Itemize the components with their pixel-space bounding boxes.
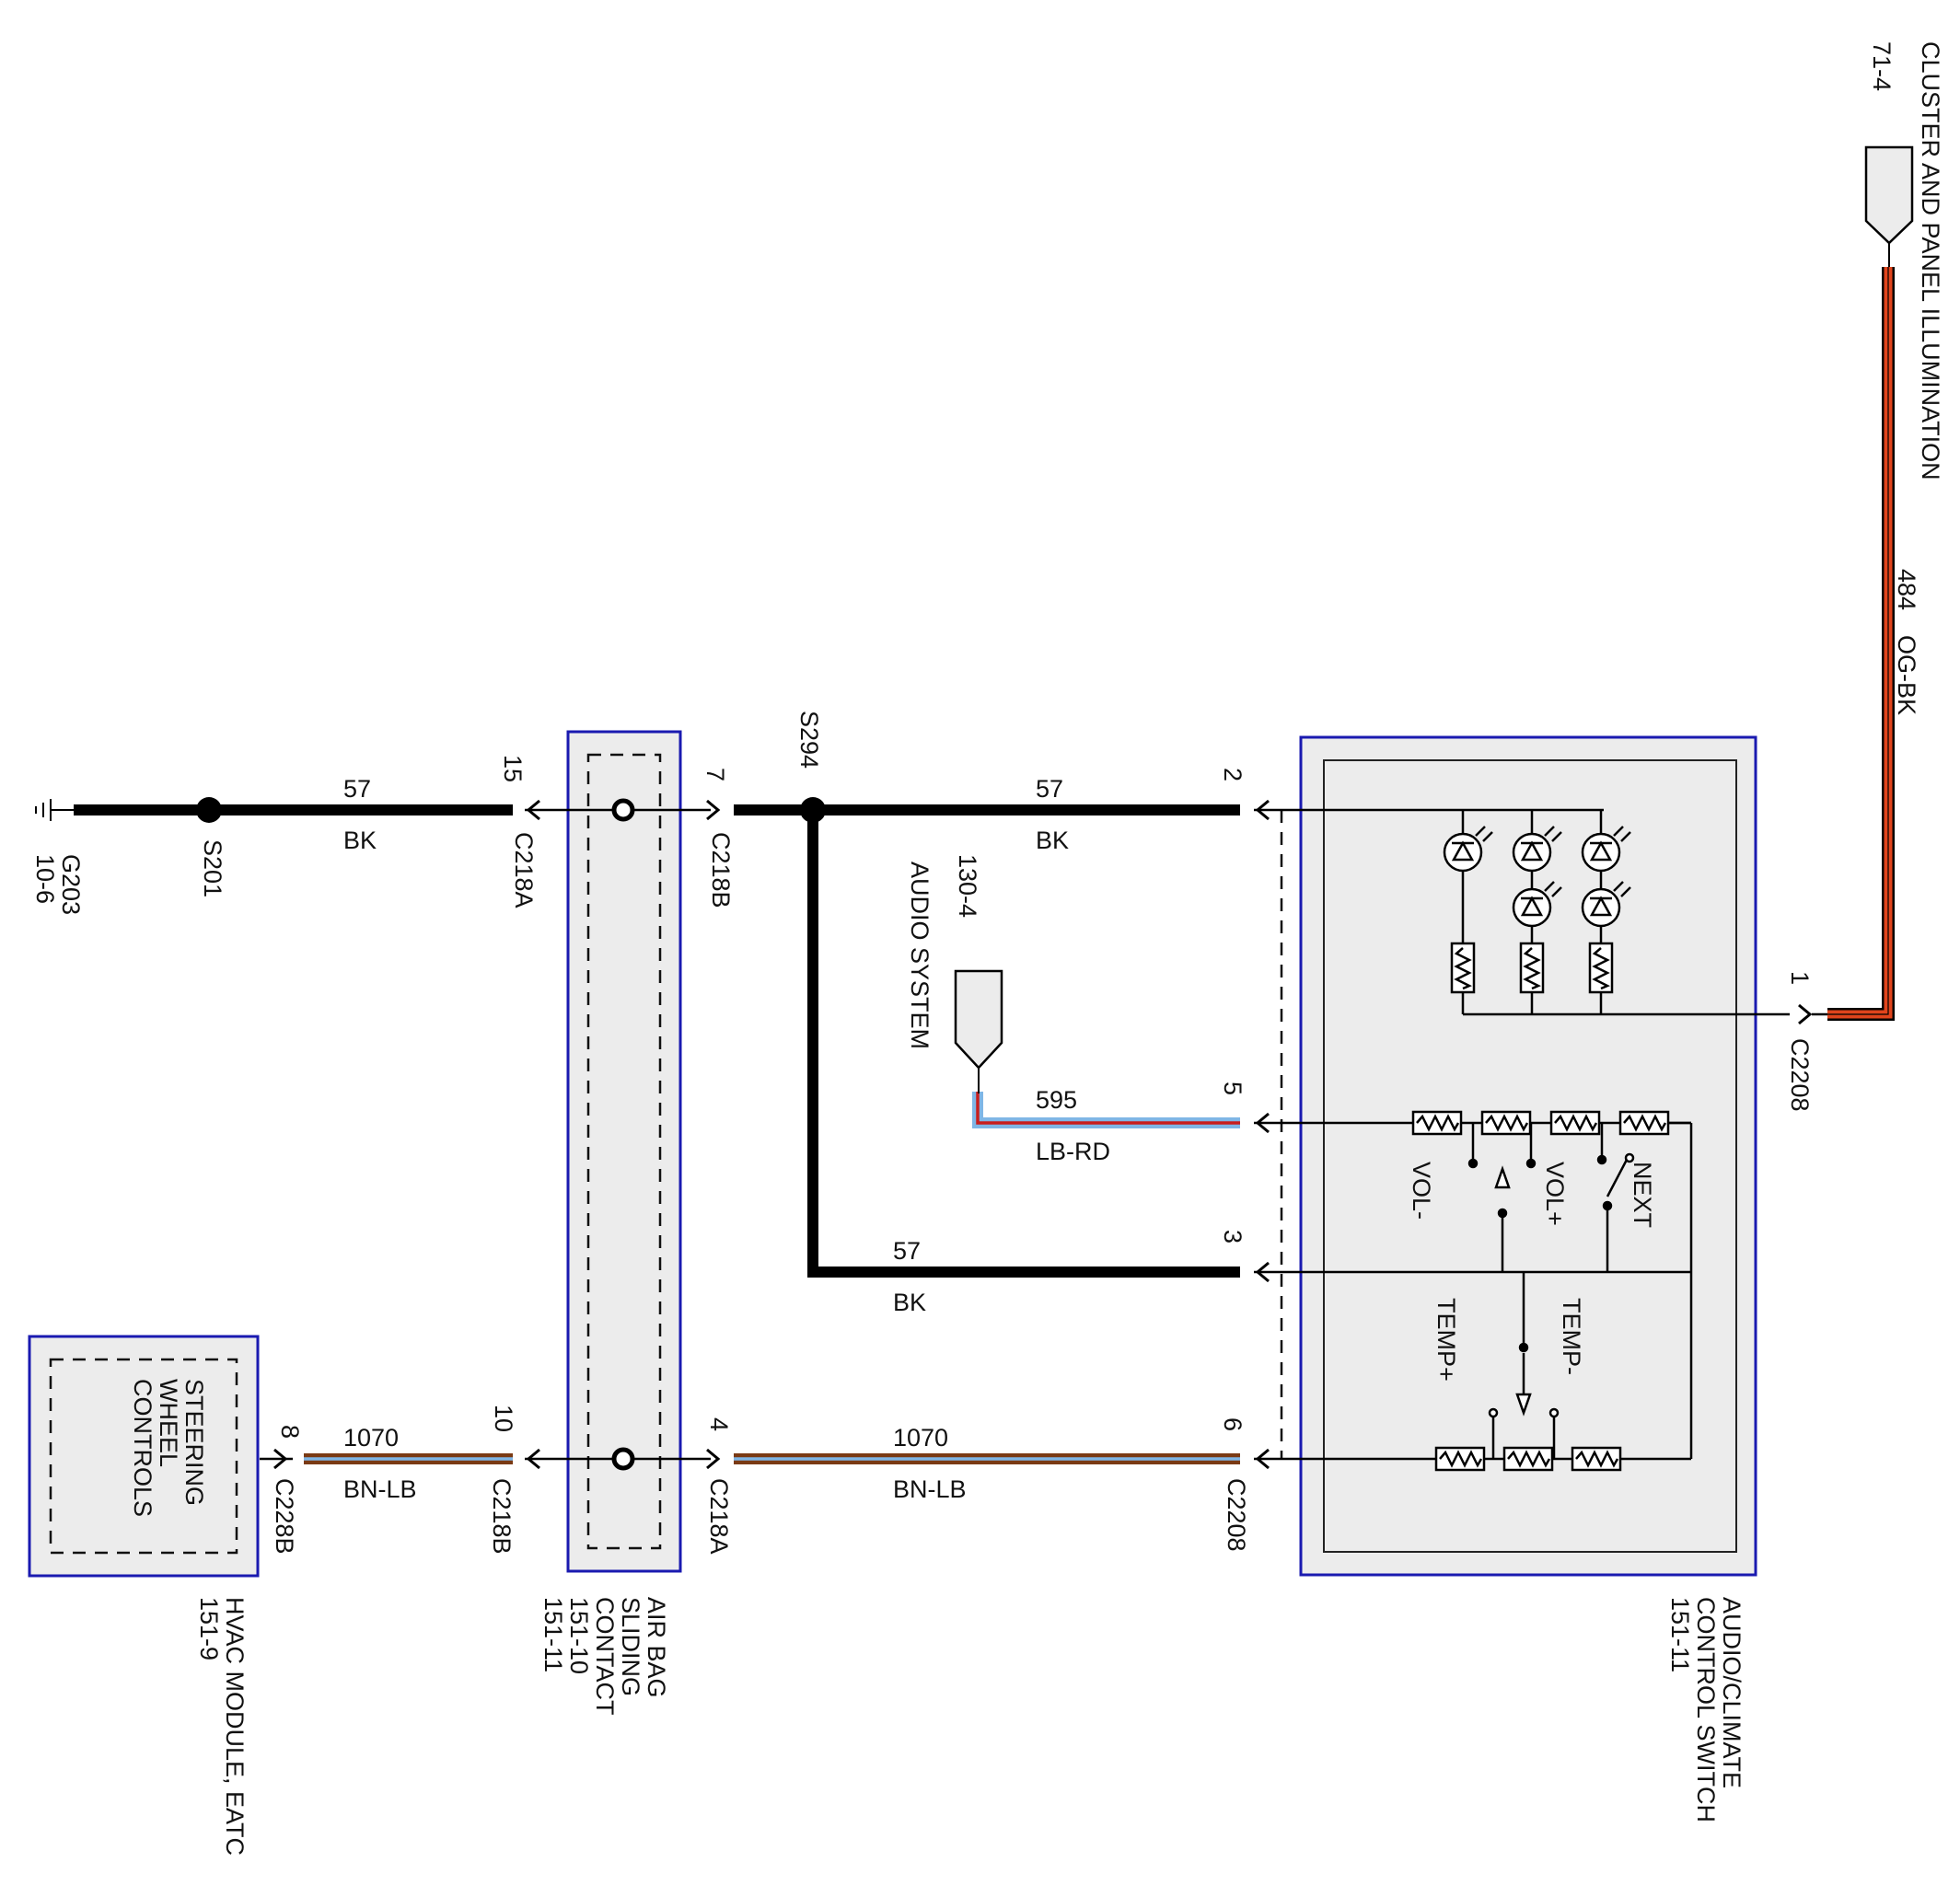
resistor-icon — [1588, 942, 1614, 994]
steering-module-line1: STEERING — [180, 1379, 208, 1506]
led-icon — [1512, 826, 1562, 873]
c2208-pin3-number: 3 — [1219, 1230, 1247, 1243]
splice-s201-icon — [196, 797, 222, 823]
c2208-pin6-label: C2208 — [1223, 1478, 1250, 1552]
wire-57-lower-circuit: 57 — [893, 1237, 921, 1265]
resistor-icon — [1519, 942, 1545, 994]
wire-57-left-color: BK — [343, 827, 377, 854]
c218b-top-label: C218B — [707, 832, 735, 908]
illumination-led-array — [1461, 810, 1790, 1016]
airbag-contact-top-icon — [611, 798, 635, 822]
wire-1070-right-color: BN-LB — [893, 1475, 967, 1503]
hvac-module-line2: 151-9 — [195, 1597, 223, 1660]
vol-plus-label: VOL+ — [1541, 1162, 1569, 1226]
vol-minus-label: VOL- — [1408, 1162, 1435, 1220]
audio-climate-module-line2: CONTROL SWITCH — [1692, 1597, 1720, 1822]
c228b-connector-icon — [273, 1448, 288, 1470]
c2208-pin1-connector-icon — [1798, 1003, 1813, 1025]
resistor-icon — [1450, 942, 1476, 994]
wire-1070-right-circuit: 1070 — [893, 1424, 948, 1452]
resistor-icon — [1411, 1110, 1463, 1136]
airbag-sliding-contact-module — [566, 730, 682, 1573]
wire-595-color: LB-RD — [1036, 1138, 1110, 1165]
temp-minus-label: TEMP- — [1558, 1298, 1585, 1375]
steering-wheel-controls-module — [28, 1335, 260, 1578]
cluster-illumination-page-ref: 71-4 — [1868, 41, 1896, 91]
wire-57-left-circuit: 57 — [343, 775, 371, 803]
cluster-illumination-connector-icon — [1864, 145, 1914, 245]
airbag-module-line1: AIR BAG — [643, 1597, 670, 1698]
c218b-top-pin: 7 — [702, 768, 729, 781]
airbag-module-line3: CONTACT — [591, 1597, 619, 1716]
wire-1070-left-color: BN-LB — [343, 1475, 417, 1503]
splice-s294-icon — [800, 797, 826, 823]
led-icon — [1581, 826, 1631, 873]
resistor-icon — [1502, 1446, 1554, 1472]
wire-595-circuit: 595 — [1036, 1086, 1077, 1114]
led-icon — [1512, 881, 1562, 928]
audio-system-name: AUDIO SYSTEM — [906, 862, 934, 1049]
wire-484-og-bk — [1812, 267, 1895, 1021]
c218b-bottom-connector-icon — [526, 1448, 540, 1470]
cluster-illumination-title: CLUSTER AND PANEL ILLUMINATION — [1917, 41, 1944, 480]
audio-climate-switch-module — [1280, 735, 1757, 1577]
led-icon — [1443, 826, 1493, 873]
resistor-icon — [1618, 1110, 1670, 1136]
vol-plus-switch-icon — [1467, 1123, 1537, 1272]
airbag-module-line5: 151-11 — [539, 1597, 567, 1672]
steering-module-line3: CONTROLS — [129, 1379, 157, 1517]
audio-system-page-ref: 130-4 — [954, 854, 981, 918]
c218a-bottom-label: C218A — [705, 1478, 733, 1555]
c218b-bottom-pin: 10 — [490, 1405, 517, 1432]
c2208-pin5-connector-icon — [1255, 1112, 1270, 1134]
resistor-icon — [1480, 1110, 1532, 1136]
airbag-module-line2: SLIDING — [617, 1597, 644, 1696]
c2208-pin1-number: 1 — [1786, 971, 1814, 985]
c218a-top-connector-icon — [526, 799, 540, 821]
wire-1070-left-circuit: 1070 — [343, 1424, 399, 1452]
resistor-icon — [1571, 1446, 1622, 1472]
c218a-top-label: C218A — [510, 832, 538, 908]
c218b-bottom-label: C218B — [488, 1478, 516, 1555]
c218a-bottom-connector-icon — [706, 1448, 721, 1470]
wire-484-color: OG-BK — [1893, 635, 1920, 715]
wire-57-mid-circuit: 57 — [1036, 775, 1063, 803]
c2208-pin3-connector-icon — [1255, 1261, 1270, 1283]
c228b-label: C228B — [271, 1478, 298, 1555]
steering-module-line2: WHEEL — [155, 1379, 182, 1467]
airbag-contact-bottom-icon — [611, 1447, 635, 1471]
c2208-pin6-number: 6 — [1219, 1417, 1247, 1431]
c218b-top-connector-icon — [706, 799, 721, 821]
audio-system-connector-icon — [954, 969, 1003, 1070]
c2208-pin2-number: 2 — [1219, 768, 1247, 781]
audio-climate-module-line3: 151-11 — [1666, 1597, 1694, 1672]
temp-switch-icon — [1488, 1272, 1560, 1459]
splice-s201-label: S201 — [199, 839, 226, 897]
wire-57-mid-color: BK — [1036, 827, 1069, 854]
resistor-icon — [1434, 1446, 1486, 1472]
ground-page-ref: 10-6 — [31, 854, 59, 904]
c2208-pin1-label: C2208 — [1786, 1038, 1814, 1112]
c2208-pin2-connector-icon — [1255, 799, 1270, 821]
hvac-module-line1: HVAC MODULE, EATC — [221, 1597, 249, 1856]
c218a-top-pin: 15 — [499, 755, 527, 782]
c2208-pin5-number: 5 — [1219, 1082, 1247, 1095]
led-icon — [1581, 881, 1631, 928]
wire-57-lower-color: BK — [893, 1289, 926, 1316]
temp-plus-label: TEMP+ — [1432, 1298, 1460, 1382]
c218a-bottom-pin: 4 — [705, 1417, 733, 1431]
airbag-module-line4: 151-10 — [565, 1597, 593, 1674]
ground-name: G203 — [57, 854, 85, 915]
c2208-pin6-connector-icon — [1255, 1448, 1270, 1470]
next-switch-icon — [1596, 1123, 1635, 1272]
audio-climate-module-line1: AUDIO/CLIMATE — [1718, 1597, 1745, 1788]
splice-s294-label: S294 — [795, 711, 823, 769]
next-label: NEXT — [1629, 1162, 1656, 1228]
wire-484-circuit: 484 — [1893, 569, 1920, 610]
resistor-icon — [1549, 1110, 1601, 1136]
ground-g203-icon — [35, 799, 74, 821]
c228b-pin: 8 — [276, 1425, 304, 1439]
